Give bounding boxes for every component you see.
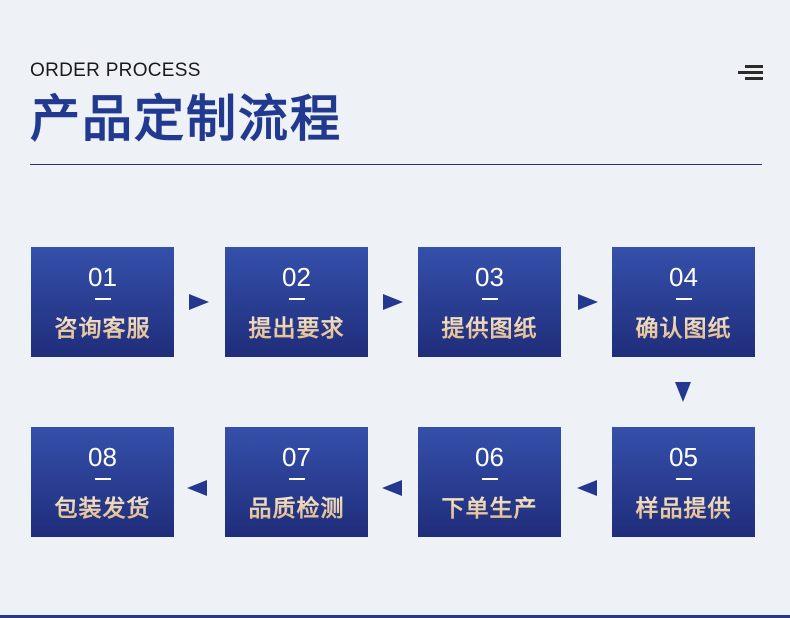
divider [30, 164, 762, 165]
step-label: 样品提供 [612, 489, 755, 523]
bottom-bar [0, 615, 790, 618]
step-label: 包装发货 [31, 489, 174, 523]
step-number: 03 [475, 262, 504, 292]
step-card: 08 包装发货 [31, 427, 174, 537]
step-card: 01 咨询客服 [31, 247, 174, 357]
dash [288, 478, 305, 480]
step-number: 07 [282, 442, 311, 472]
dash [675, 298, 692, 300]
step-label: 下单生产 [418, 489, 561, 523]
step-number: 06 [475, 442, 504, 472]
step-card: 03 提供图纸 [418, 247, 561, 357]
step-label: 提出要求 [225, 309, 368, 343]
step-card: 05 样品提供 [612, 427, 755, 537]
dash [675, 478, 692, 480]
dash [94, 478, 111, 480]
arrow-right-icon [383, 294, 403, 310]
dash [481, 478, 498, 480]
section-subtitle: ORDER PROCESS [30, 60, 201, 81]
arrow-left-icon [382, 480, 402, 496]
step-card: 07 品质检测 [225, 427, 368, 537]
dash [288, 298, 305, 300]
arrow-down-icon [675, 382, 691, 402]
arrow-right-icon [189, 294, 209, 310]
arrow-left-icon [187, 480, 207, 496]
menu-icon[interactable] [738, 65, 763, 80]
arrow-right-icon [578, 294, 598, 310]
step-card: 06 下单生产 [418, 427, 561, 537]
step-number: 08 [88, 442, 117, 472]
step-number: 01 [88, 262, 117, 292]
step-number: 02 [282, 262, 311, 292]
dash [481, 298, 498, 300]
arrow-left-icon [577, 480, 597, 496]
step-label: 确认图纸 [612, 309, 755, 343]
dash [94, 298, 111, 300]
step-label: 提供图纸 [418, 309, 561, 343]
step-number: 05 [669, 442, 698, 472]
step-card: 04 确认图纸 [612, 247, 755, 357]
page-title: 产品定制流程 [30, 90, 342, 148]
step-label: 品质检测 [225, 489, 368, 523]
step-label: 咨询客服 [31, 309, 174, 343]
step-card: 02 提出要求 [225, 247, 368, 357]
step-number: 04 [669, 262, 698, 292]
